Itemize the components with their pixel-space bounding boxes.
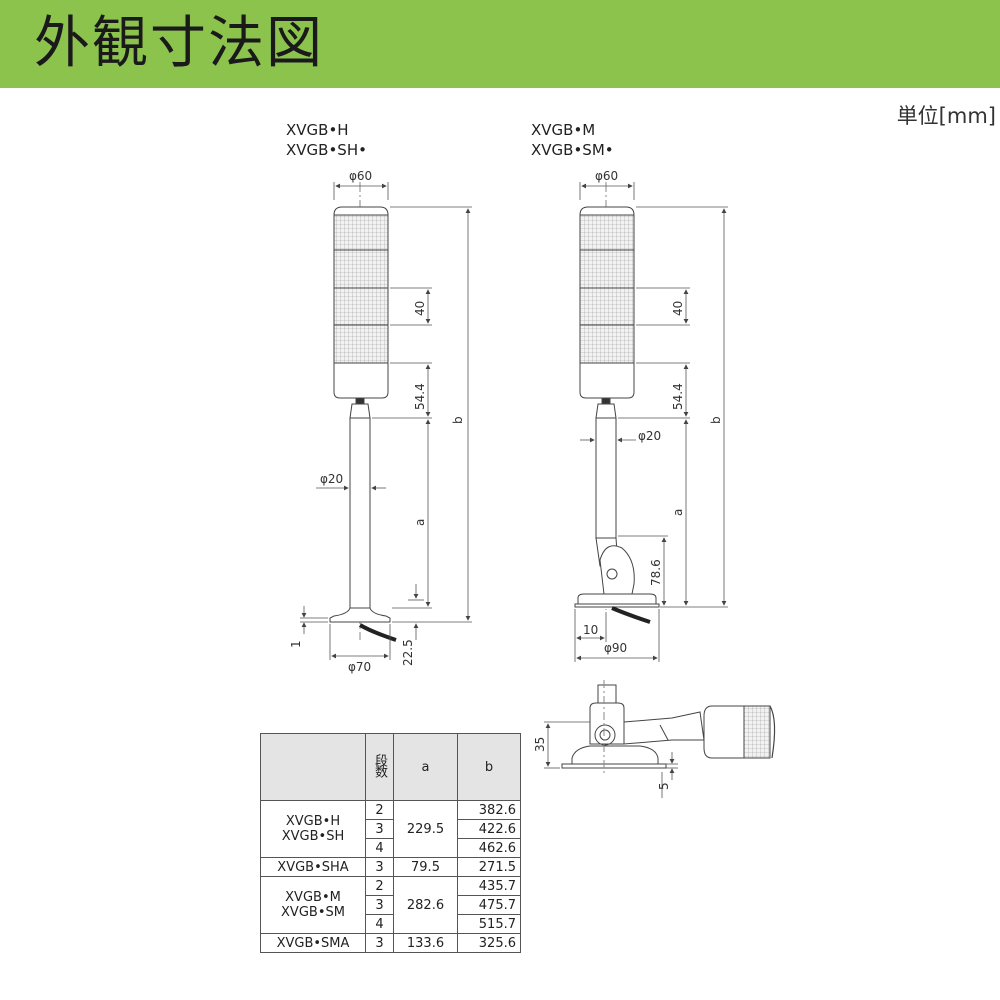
b-cell: 382.6 (457, 800, 521, 820)
right-dimension-labels: φ60 b 40 54.4 a 78.6 φ20 10 φ90 (583, 169, 723, 655)
header-model (260, 733, 366, 801)
b-cell: 462.6 (457, 838, 521, 858)
side-view (561, 680, 776, 775)
dim-5-side: 5 (657, 782, 671, 790)
b-cell: 435.7 (457, 876, 521, 896)
right-model-2: XVGB•SM• (531, 141, 614, 159)
right-model-1: XVGB•M (531, 121, 596, 139)
unit-label: 単位[mm] (896, 104, 996, 128)
header-b: b (457, 733, 521, 801)
table-row: XVGB•SMA 3 133.6 325.6 (260, 933, 521, 953)
dim-10-right: 10 (583, 623, 598, 637)
table-row: 3 422.6 (261, 819, 521, 839)
a-cell: 133.6 (393, 933, 458, 953)
side-view-dimension-lines (544, 721, 678, 798)
page-title: 外観寸法図 (34, 11, 324, 76)
b-cell: 475.7 (457, 895, 521, 915)
stages-cell: 3 (365, 895, 394, 915)
dim-54-4-right: 54.4 (671, 383, 685, 410)
dim-b-left: b (451, 416, 465, 424)
left-model-labels: XVGB•H XVGB•SH• (286, 120, 367, 160)
left-dimension-labels: φ60 b 40 54.4 a φ20 1 φ70 22.5 (289, 169, 465, 674)
dim-phi90-right: φ90 (604, 641, 627, 655)
dim-a-right: a (671, 509, 685, 516)
stages-cell: 3 (365, 933, 394, 953)
spec-table-header: 段数 a b (260, 733, 521, 801)
left-model-1: XVGB•H (286, 121, 349, 139)
stages-cell: 2 (365, 876, 394, 896)
table-row: 4 462.6 (261, 838, 521, 858)
stages-cell: 3 (365, 857, 394, 877)
right-tower (574, 182, 660, 624)
a-cell: 282.6 (393, 876, 458, 934)
dim-22-5-left: 22.5 (401, 639, 415, 666)
header-stages: 段数 (365, 733, 394, 801)
a-cell: 229.5 (393, 800, 458, 858)
dim-35-side: 35 (533, 737, 547, 752)
page-header: 外観寸法図 (0, 0, 1000, 88)
header-a: a (393, 733, 458, 801)
dim-phi60-left: φ60 (349, 169, 372, 183)
dim-phi60-right: φ60 (595, 169, 618, 183)
stages-cell: 4 (365, 838, 394, 858)
left-tower (329, 182, 397, 642)
right-model-labels: XVGB•M XVGB•SM• (531, 120, 614, 160)
b-cell: 515.7 (457, 914, 521, 934)
dim-phi70-left: φ70 (348, 660, 371, 674)
b-cell: 271.5 (457, 857, 521, 877)
b-cell: 325.6 (457, 933, 521, 953)
dim-a-left: a (413, 519, 427, 526)
stages-cell: 2 (365, 800, 394, 820)
table-row: XVGB•SHA 3 79.5 271.5 (260, 857, 521, 877)
b-cell: 422.6 (457, 819, 521, 839)
right-dimension-lines (574, 182, 728, 662)
dim-54-4-left: 54.4 (413, 383, 427, 410)
dim-78-6-right: 78.6 (649, 559, 663, 586)
dim-40-left: 40 (413, 301, 427, 316)
dim-phi20-right: φ20 (638, 429, 661, 443)
left-model-2: XVGB•SH• (286, 141, 367, 159)
a-cell: 79.5 (393, 857, 458, 877)
left-dimension-lines (300, 182, 472, 660)
dim-phi20-left: φ20 (320, 472, 343, 486)
dim-1-left: 1 (289, 640, 303, 648)
stages-cell: 3 (365, 819, 394, 839)
stages-cell: 4 (365, 914, 394, 934)
dim-b-right: b (709, 416, 723, 424)
model-cell: XVGB•SHA (260, 857, 366, 877)
side-view-dimension-labels: 35 5 (533, 737, 671, 790)
dim-40-right: 40 (671, 301, 685, 316)
model-cell: XVGB•SMA (260, 933, 366, 953)
